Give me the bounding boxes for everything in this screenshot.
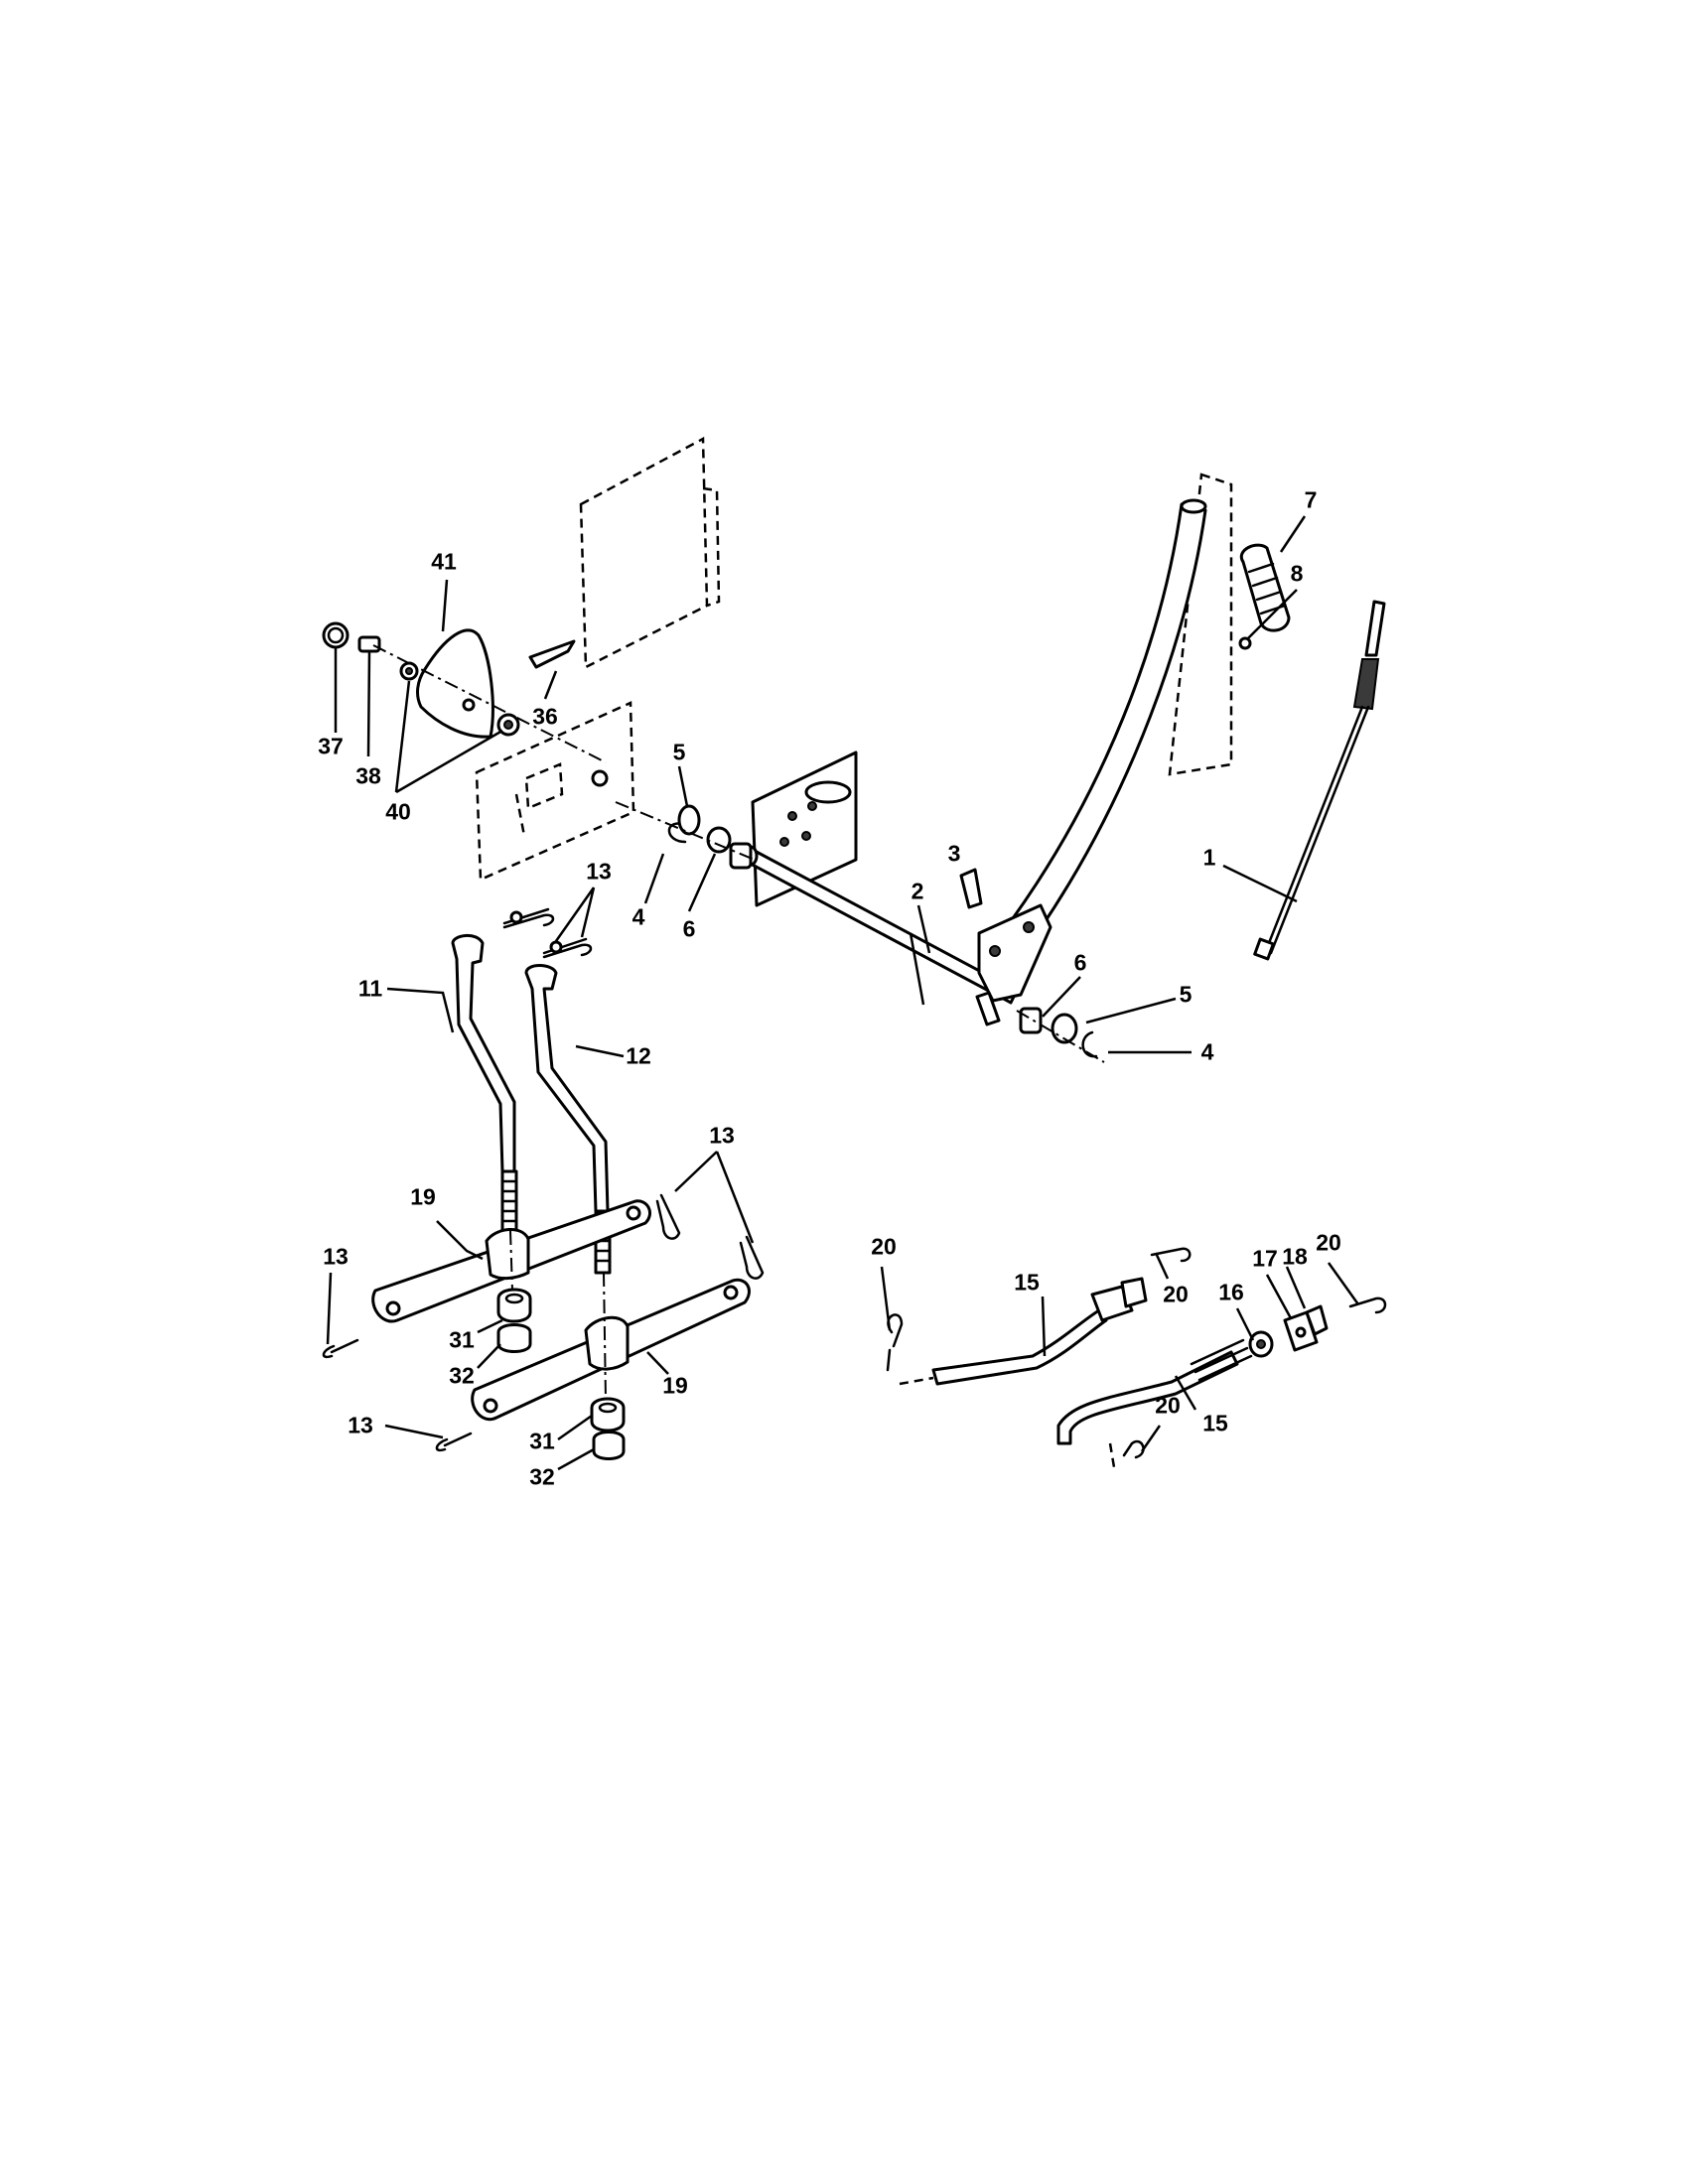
callout-32-lower: 32	[529, 1463, 555, 1490]
callout-17: 17	[1252, 1245, 1278, 1272]
callout-13-right: 13	[709, 1122, 735, 1149]
shaft-hardware-left	[615, 801, 756, 870]
callout-15-lower: 15	[1202, 1410, 1228, 1436]
clip	[528, 639, 576, 669]
callout-40: 40	[385, 798, 411, 825]
callout-13-left: 13	[323, 1243, 349, 1270]
callout-1: 1	[1202, 844, 1216, 871]
callout-32-upper: 32	[449, 1362, 475, 1389]
callout-15-upper: 15	[1014, 1269, 1040, 1296]
callout-20-lower: 20	[1155, 1392, 1181, 1419]
leader-lines	[326, 515, 1360, 1471]
callout-4-left: 4	[632, 903, 645, 930]
pin	[959, 868, 983, 909]
callout-8: 8	[1290, 560, 1304, 587]
handle-ghost-guide	[1168, 473, 1233, 776]
callout-7: 7	[1304, 486, 1318, 513]
callout-31-lower: 31	[529, 1428, 555, 1454]
lift-cable-rod	[1253, 600, 1386, 961]
callout-6-right: 6	[1073, 949, 1087, 976]
callout-11: 11	[357, 975, 383, 1002]
callout-37: 37	[318, 733, 344, 759]
callout-3: 3	[947, 840, 961, 867]
height-knob	[416, 628, 494, 739]
knob-hardware	[322, 621, 609, 787]
lift-arm-lower	[471, 1278, 751, 1422]
grip-set-screw	[1238, 636, 1252, 650]
bushings-and-nuts	[496, 1230, 626, 1460]
hairpin-clips-upper	[502, 907, 593, 959]
callout-19-lower: 19	[662, 1372, 688, 1399]
callout-5-right: 5	[1179, 981, 1193, 1008]
deck-link-rod-lower	[1056, 1338, 1253, 1445]
callout-18: 18	[1282, 1243, 1308, 1270]
hairpin-clips-lower	[322, 1193, 765, 1452]
callout-41: 41	[431, 548, 457, 575]
callout-20-left: 20	[871, 1233, 897, 1260]
callout-38: 38	[355, 762, 381, 789]
callout-31-upper: 31	[449, 1326, 475, 1353]
handle-bracket	[975, 903, 1052, 1026]
callout-2: 2	[911, 878, 924, 904]
lift-link-left	[451, 934, 518, 1233]
deck-link-rod-upper	[931, 1277, 1148, 1386]
frame-panel-upper-ghost	[579, 436, 721, 670]
callout-13-top: 13	[586, 858, 612, 885]
handle-grip	[1239, 543, 1291, 632]
callout-19-upper: 19	[410, 1183, 436, 1210]
callout-20-mid: 20	[1163, 1281, 1189, 1307]
callout-16: 16	[1218, 1279, 1244, 1305]
callout-5-left: 5	[672, 739, 686, 765]
rod-adjustment-hardware	[1248, 1304, 1329, 1358]
frame-panel-lower-ghost	[475, 701, 635, 882]
callout-20-right: 20	[1316, 1229, 1341, 1256]
callout-4-right: 4	[1200, 1038, 1214, 1065]
callout-13-bottom: 13	[348, 1412, 373, 1438]
callout-12: 12	[626, 1042, 651, 1069]
callout-36: 36	[532, 703, 558, 730]
shaft-hardware-right	[1016, 1007, 1105, 1063]
callout-6-left: 6	[682, 915, 696, 942]
